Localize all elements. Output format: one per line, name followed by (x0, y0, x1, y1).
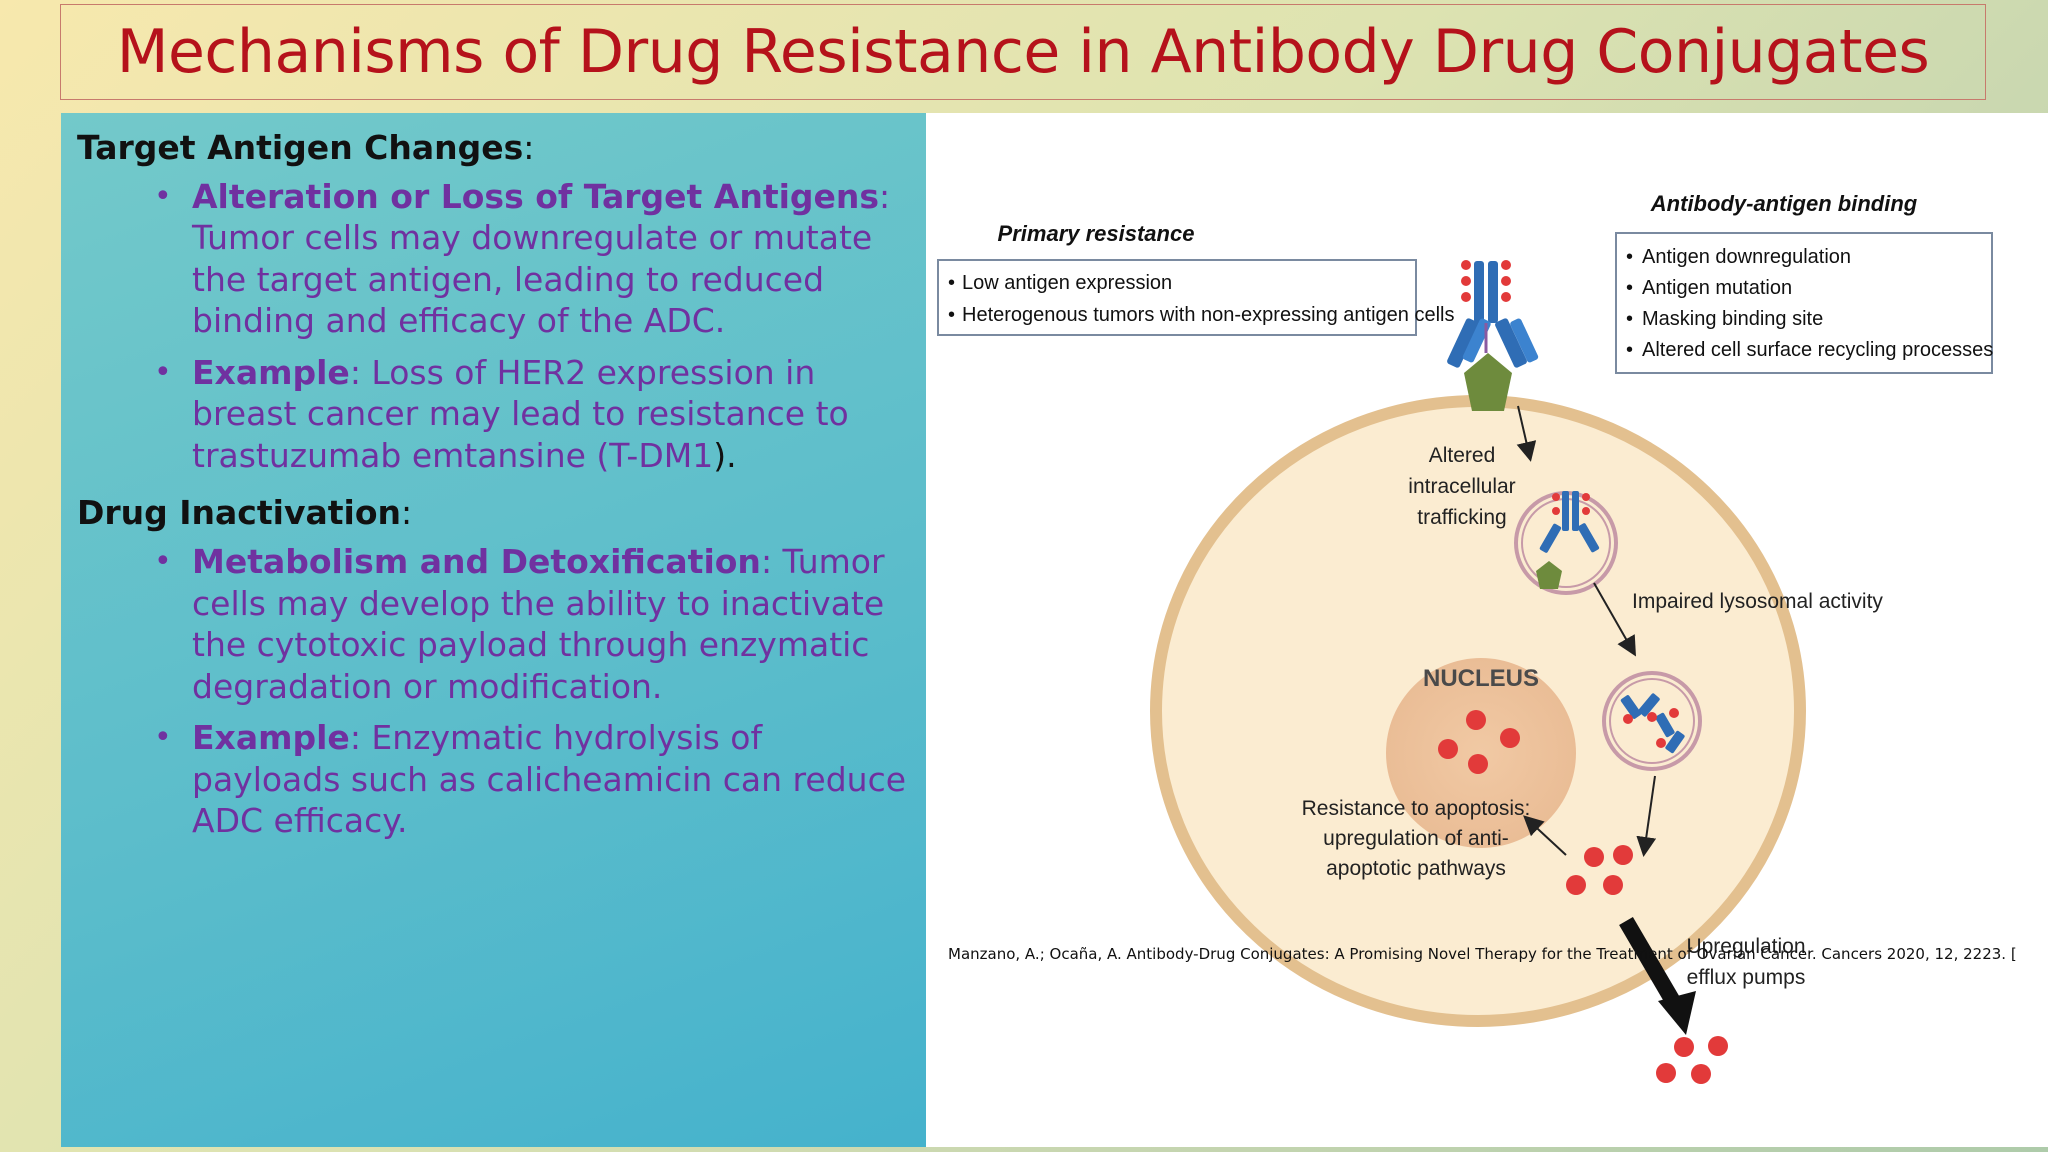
bullet-text: : Enzymatic hydrolysis of payloads such … (192, 718, 907, 841)
primary-resistance-title: Primary resistance (998, 221, 1195, 246)
nucleus-label: NUCLEUS (1423, 665, 1539, 692)
bullet-text: : Tumor cells may downregulate or mutate… (192, 176, 891, 341)
primary-item: Low antigen expression (962, 272, 1172, 294)
bullet-item: Example: Enzymatic hydrolysis of payload… (154, 717, 912, 842)
payload-cluster-nucleus (1438, 710, 1520, 774)
binding-box (1615, 232, 1993, 374)
bullet-list: Alteration or Loss of Target Antigens: T… (77, 176, 912, 477)
title-box: Mechanisms of Drug Resistance in Antibod… (60, 4, 1986, 100)
payload-cluster-cytoplasm (1566, 845, 1633, 895)
trafficking-label: trafficking (1417, 506, 1507, 529)
citation: Manzano, A.; Ocaña, A. Antibody-Drug Con… (948, 945, 2017, 963)
binding-item: Altered cell surface recycling processes (1642, 339, 1993, 361)
bullet-term: Example (192, 352, 350, 392)
svg-text:•: • (1626, 339, 1633, 361)
antibody-icon (1447, 260, 1539, 411)
bullet-list: Metabolism and Detoxification: Tumor cel… (77, 541, 912, 842)
figure-panel: Primary resistance • Low antigen express… (926, 113, 2048, 1147)
degraded-adc-icon (1620, 693, 1685, 754)
apoptosis-label: upregulation of anti- (1323, 827, 1509, 850)
bullet-text: : Loss of HER2 expression in breast canc… (192, 352, 849, 475)
internalized-adc-icon (1536, 491, 1600, 589)
slide-title: Mechanisms of Drug Resistance in Antibod… (116, 17, 1930, 87)
efflux-arrow (1619, 916, 1696, 1035)
efflux-label: efflux pumps (1687, 966, 1806, 989)
section-heading: Target Antigen Changes: (77, 127, 912, 170)
binding-item: Antigen downregulation (1642, 246, 1851, 268)
primary-resistance-box (937, 259, 1417, 336)
svg-text:•: • (948, 272, 955, 294)
trafficking-label: Altered (1429, 444, 1496, 467)
section-heading: Drug Inactivation: (77, 492, 912, 535)
bullet-item: Metabolism and Detoxification: Tumor cel… (154, 541, 912, 707)
heading-colon: : (523, 128, 535, 167)
section-heading-text: Drug Inactivation (77, 493, 401, 533)
bullet-term: Alteration or Loss of Target Antigens (192, 176, 880, 216)
bullet-term: Example (192, 718, 350, 758)
efflux-label: Upregulation (1686, 935, 1805, 958)
apoptosis-label: Resistance to apoptosis: (1302, 797, 1531, 820)
payload-cluster-extracellular (1656, 1036, 1728, 1084)
svg-text:•: • (1626, 277, 1633, 299)
svg-text:•: • (948, 304, 955, 326)
svg-text:•: • (1626, 246, 1633, 268)
binding-item: Antigen mutation (1642, 277, 1792, 299)
section-heading-text: Target Antigen Changes (77, 128, 524, 167)
bullet-term: Metabolism and Detoxification (192, 542, 761, 582)
lysosomal-label: Impaired lysosomal activity (1632, 590, 1883, 613)
svg-text:•: • (1626, 308, 1633, 330)
trafficking-label: intracellular (1408, 475, 1515, 498)
adc-resistance-diagram: Primary resistance • Low antigen express… (937, 191, 1993, 1084)
bullet-text: : Tumor cells may develop the ability to… (192, 542, 885, 706)
bullet-tail: ). (713, 435, 737, 475)
binding-item: Masking binding site (1642, 308, 1823, 330)
bullet-item: Alteration or Loss of Target Antigens: T… (154, 176, 912, 342)
heading-colon: : (401, 493, 413, 533)
text-panel: Target Antigen Changes: Alteration or Lo… (61, 113, 926, 1147)
primary-item: Heterogenous tumors with non-expressing … (962, 304, 1455, 326)
nucleus (1386, 658, 1576, 848)
bullet-item: Example: Loss of HER2 expression in brea… (154, 352, 912, 477)
binding-title: Antibody-antigen binding (1650, 191, 1918, 216)
apoptosis-label: apoptotic pathways (1326, 857, 1506, 880)
